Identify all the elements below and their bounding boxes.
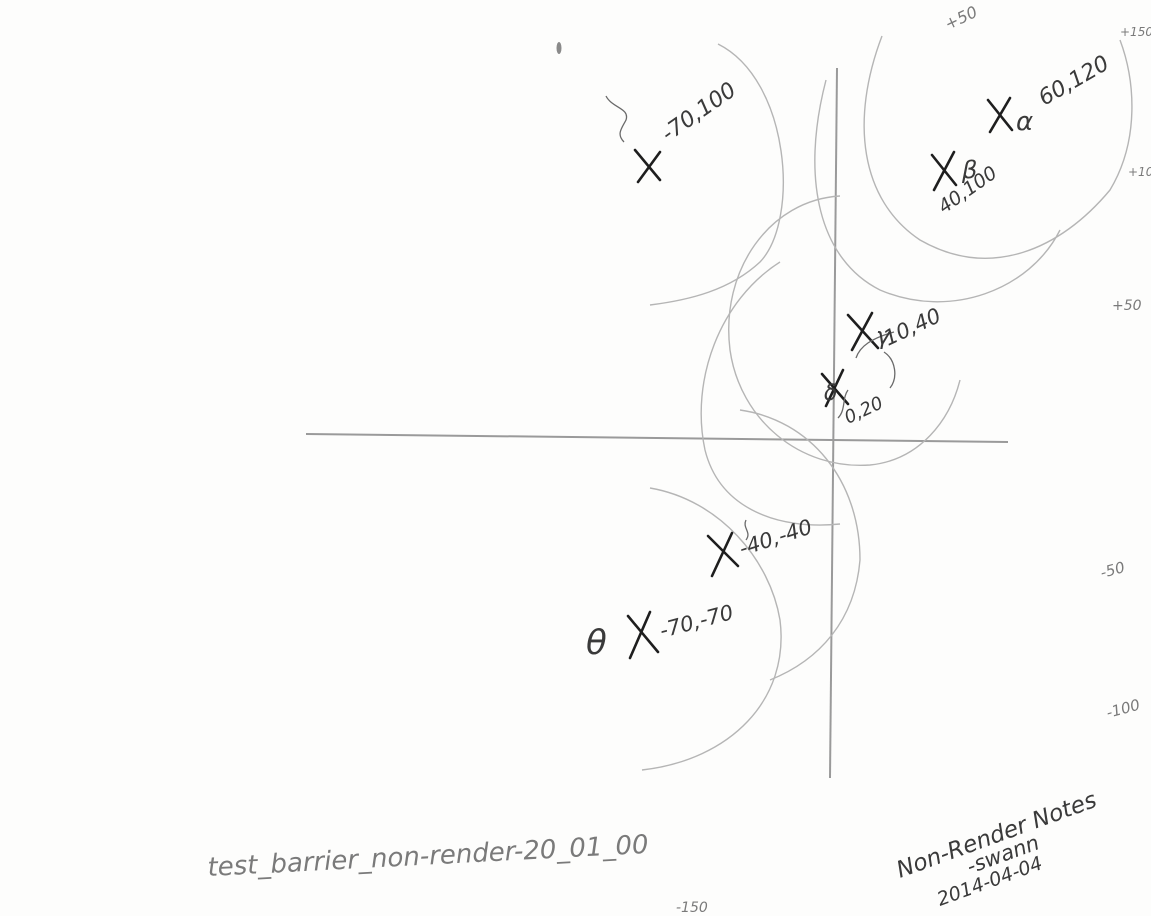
hook-scribble-p1 (606, 96, 627, 142)
point-marker-p4 (848, 313, 878, 350)
greek-label-p5: δ (824, 381, 837, 406)
scale-mark-50: +50 (1112, 298, 1142, 314)
point-marker-p1 (635, 150, 660, 182)
point-marker-p2 (988, 98, 1012, 132)
pencil-dot (557, 42, 562, 54)
point-label-p1: -70,100 (657, 78, 741, 147)
point-marker-p7 (628, 612, 658, 658)
circle-delta (701, 262, 840, 525)
greek-label-p7: θ (586, 623, 607, 663)
point-label-p5: 0,20 (841, 393, 886, 429)
greek-label-p2: α (1016, 107, 1033, 137)
y-axis (830, 68, 837, 778)
point-marker-p6 (708, 533, 738, 576)
scale-mark-minus-100: -100 (1104, 696, 1142, 722)
bottom-scale-mark: -150 (676, 900, 708, 916)
test-name-label: test_barrier_non-render-20_01_00 (207, 830, 649, 883)
scale-mark-150: +150 (1120, 25, 1151, 39)
scale-mark-top: +50 (942, 2, 981, 33)
point-marker-p3 (932, 152, 956, 190)
point-label-p7: -70,-70 (657, 600, 736, 643)
point-label-p4: 10,40 (880, 303, 945, 350)
point-label-p2: 60,120 (1035, 51, 1114, 111)
arc-upper-left (650, 44, 783, 305)
scale-mark-100: +100 (1128, 165, 1151, 179)
point-label-p6: -40,-40 (736, 515, 815, 561)
x-axis (306, 434, 1008, 442)
scale-mark-minus-50: -50 (1098, 558, 1126, 582)
